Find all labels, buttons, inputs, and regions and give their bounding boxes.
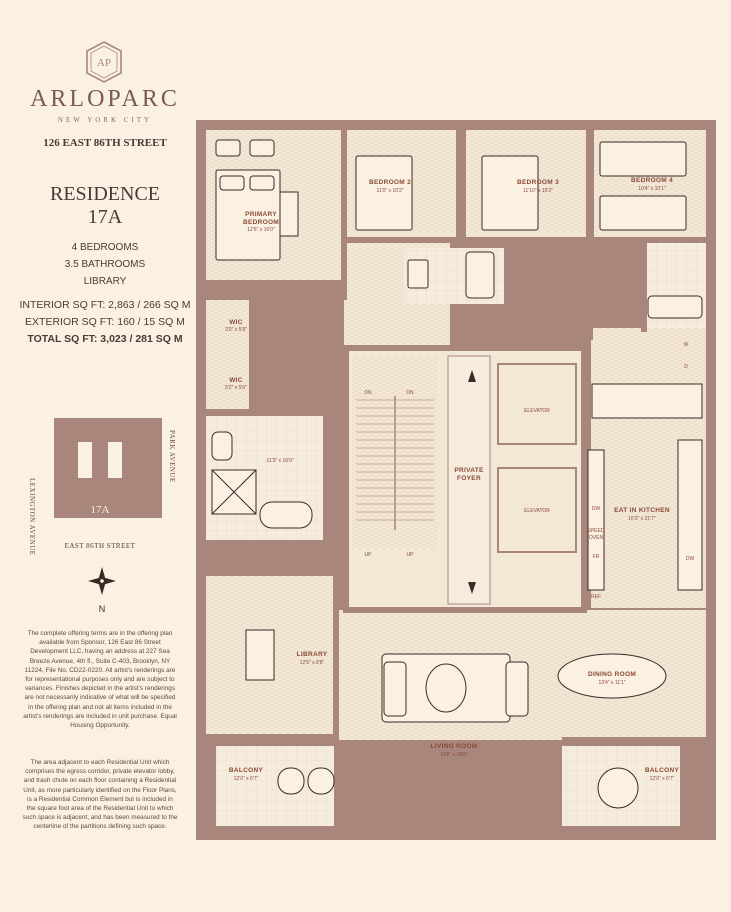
balcony-east-label: BALCONY — [645, 767, 680, 774]
elevator-1 — [497, 363, 577, 445]
dw2-label: DW — [686, 556, 695, 562]
private-foyer — [447, 355, 491, 605]
library-dim: 12'5" x 8'8" — [300, 660, 325, 666]
living-dim: 18'6" x 18'6" — [440, 752, 468, 758]
brand-name: ARLOPARC — [30, 86, 180, 112]
bedroom-2-bed — [355, 155, 413, 231]
stair-dn-1: DN — [364, 390, 372, 396]
key-park-label: PARK AVENUE — [168, 430, 176, 483]
tub-primary — [259, 501, 313, 529]
fr-label: FR — [593, 554, 600, 560]
bedroom-4-dim: 10'4" x 10'1" — [638, 186, 666, 192]
speed-oven-label-1: SPEED — [588, 528, 605, 534]
kitchen-counter — [591, 383, 703, 419]
building-address: 126 EAST 86TH STREET — [43, 137, 167, 149]
compass-icon: N — [88, 567, 116, 614]
key-plan: LEXINGTON AVENUE PARK AVENUE 17A EAST 86… — [28, 418, 176, 556]
balcony-west-chair-2 — [307, 767, 335, 795]
library-desk — [245, 629, 275, 681]
north-label: N — [99, 604, 106, 614]
interior-walls — [206, 126, 706, 743]
stair-up-1: UP — [365, 552, 373, 558]
furniture — [211, 139, 703, 809]
balcony-east-dim: 12'0" x 6'7" — [650, 776, 675, 782]
washer-label: W — [684, 342, 689, 348]
interior-sqft: INTERIOR SQ FT: 2,863 / 266 SQ M — [19, 299, 191, 311]
svg-text:AP: AP — [97, 57, 111, 69]
dining-dim: 13'4" x 11'1" — [598, 680, 625, 686]
dining-table — [557, 653, 667, 699]
disclaimer-common-area: The area adjacent to each Residential Un… — [22, 759, 178, 831]
speed-oven-label-2: OVEN — [589, 535, 604, 541]
residence-title: RESIDENCE — [50, 183, 160, 205]
bedroom-2-dim: 11'0" x 10'2" — [376, 188, 403, 194]
foyer-label-1: PRIVATE — [454, 467, 484, 474]
elevator-1-label: ELEVATOR — [524, 408, 550, 414]
toilet-north — [407, 259, 429, 289]
brand-subtitle: NEW YORK CITY — [57, 116, 153, 124]
wic-2-label: WIC — [229, 377, 243, 384]
balcony-west-label: BALCONY — [229, 767, 264, 774]
stair-treads — [356, 396, 434, 530]
kitchen-label: EAT IN KITCHEN — [614, 507, 670, 514]
stair-dn-2: DN — [406, 390, 414, 396]
bedroom-4-bed-b — [599, 195, 687, 231]
foyer-label-2: FOYER — [457, 475, 481, 482]
disclaimer-offering: The complete offering terms are in the o… — [23, 630, 177, 730]
tub-north — [465, 251, 495, 299]
tub-east — [647, 295, 703, 319]
arrow-up-icon — [468, 370, 476, 382]
bedroom-4-bed-a — [599, 141, 687, 177]
dryer-label: D — [684, 364, 688, 370]
kitchen-appliance-column — [587, 449, 605, 591]
stair-up-2: UP — [407, 552, 415, 558]
residence-number: 17A — [87, 206, 123, 228]
living-label: LIVING ROOM — [431, 743, 478, 750]
dining-label: DINING ROOM — [588, 671, 636, 678]
primary-bedroom-dim: 12'6" x 16'0" — [247, 227, 275, 233]
key-unit-label: 17A — [91, 504, 110, 516]
bedroom-2-label: BEDROOM 2 — [369, 179, 411, 186]
ref-label: REF — [591, 594, 601, 600]
floor-plan: PRIMARY BEDROOM 12'6" x 16'0" BEDROOM 2 … — [196, 120, 716, 840]
balcony-west-chair-1 — [277, 767, 305, 795]
library-label: LIBRARY — [297, 651, 328, 658]
kitchen-dim: 16'3" x 21'7" — [628, 516, 656, 522]
wic-1-dim: 3'0" x 5'8" — [225, 327, 247, 333]
bedroom-3-dim: 11'10" x 10'3" — [523, 188, 553, 194]
total-sqft: TOTAL SQ FT: 3,023 / 281 SQ M — [27, 333, 183, 345]
bedroom-3-bed — [481, 155, 539, 231]
bedroom-4-label: BEDROOM 4 — [631, 177, 673, 184]
elevator-2-label: ELEVATOR — [524, 508, 550, 514]
primary-dresser — [279, 191, 299, 237]
arloparc-logo: AP — [86, 41, 122, 83]
spec-bathrooms: 3.5 BATHROOMS — [64, 259, 146, 270]
arrow-down-icon — [468, 582, 476, 594]
exterior-sqft: EXTERIOR SQ FT: 160 / 15 SQ M — [25, 316, 185, 328]
spec-bedrooms: 4 BEDROOMS — [71, 242, 139, 253]
key-86th-label: EAST 86TH STREET — [65, 542, 136, 550]
primary-bedroom-label: PRIMARY — [245, 211, 277, 218]
primary-bedroom-label-2: BEDROOM — [243, 219, 279, 226]
key-lexington-label: LEXINGTON AVENUE — [28, 478, 36, 556]
primary-bath-dim: 11'3" x 10'0" — [266, 458, 293, 464]
kitchen-range-run — [677, 439, 703, 591]
spec-library: LIBRARY — [83, 276, 127, 287]
wic-2-dim: 5'2" x 5'0" — [225, 385, 247, 391]
dw-label: DW — [592, 506, 601, 512]
elevator-2 — [497, 467, 577, 553]
wic-1-label: WIC — [229, 319, 243, 326]
balcony-east-table — [597, 767, 639, 809]
sofa-right — [505, 661, 529, 717]
toilet-primary — [211, 431, 233, 461]
bedroom-3-label: BEDROOM 3 — [517, 179, 559, 186]
sofa-left — [383, 661, 407, 717]
balcony-west-dim: 12'0" x 6'7" — [234, 776, 259, 782]
wic-floor — [206, 300, 250, 410]
coffee-table — [425, 663, 467, 713]
